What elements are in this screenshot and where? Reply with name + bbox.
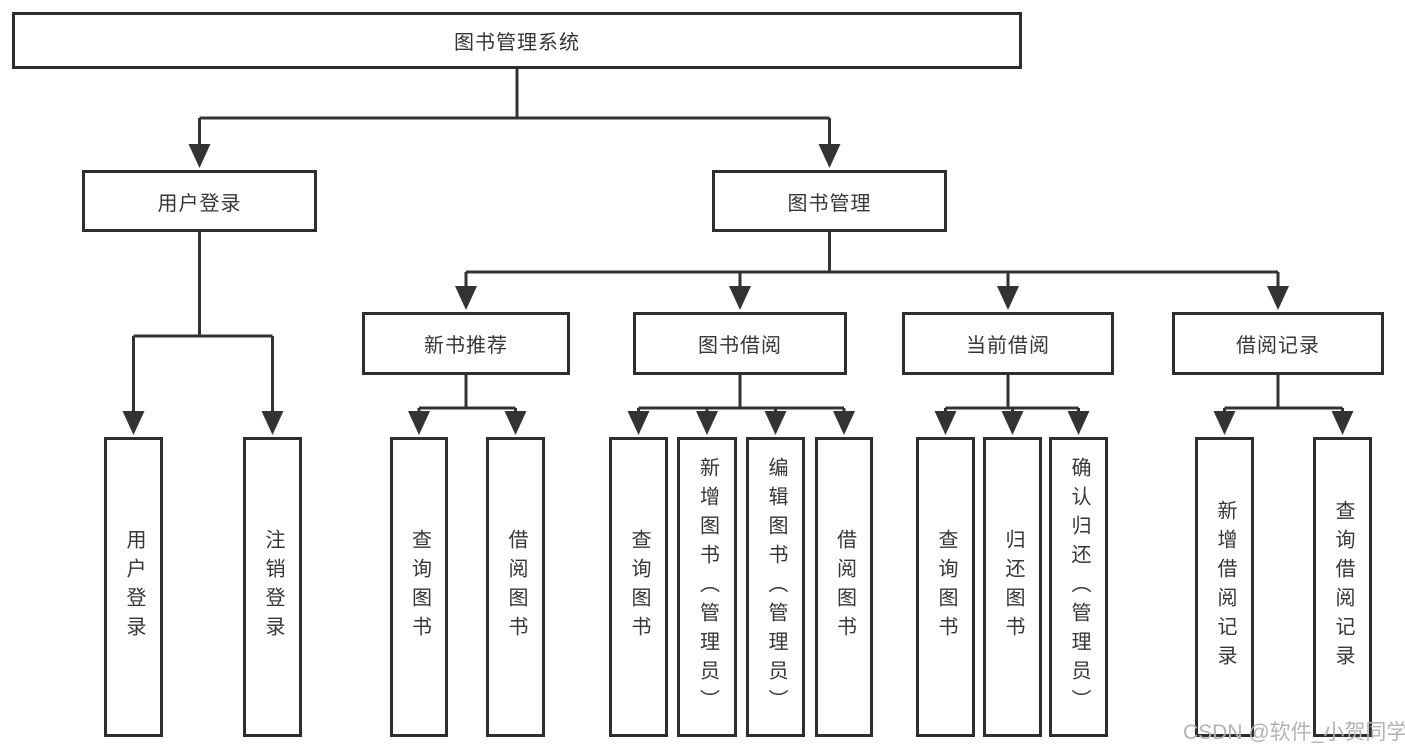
node-label: 用户登录 xyxy=(123,529,145,645)
node-leaf-query-borrow-record: 查询借阅记录 xyxy=(1313,437,1372,737)
node-borrowing-records: 借阅记录 xyxy=(1172,312,1384,375)
node-label: 借阅图书 xyxy=(505,529,527,645)
node-label: 编辑图书（管理员） xyxy=(765,456,787,718)
node-label: 图书管理 xyxy=(787,192,872,215)
node-label: 确认归还（管理员） xyxy=(1068,456,1090,718)
node-label: 注销登录 xyxy=(262,529,284,645)
node-leaf-borrow-books-nb: 借阅图书 xyxy=(486,437,545,737)
node-label: 借阅记录 xyxy=(1236,335,1320,357)
node-leaf-add-borrow-record: 新增借阅记录 xyxy=(1195,437,1254,737)
node-label: 新增借阅记录 xyxy=(1214,500,1236,674)
node-label: 查询图书 xyxy=(408,529,431,645)
node-new-book-recommendation: 新书推荐 xyxy=(362,312,570,375)
node-label: 查询图书 xyxy=(935,529,957,645)
node-label: 用户登录 xyxy=(157,192,242,215)
csdn-watermark: CSDN @软件_小贺同学 xyxy=(1183,721,1405,744)
node-leaf-query-books-bb: 查询图书 xyxy=(609,437,668,737)
node-label: 归还图书 xyxy=(1002,529,1024,645)
node-label: 新增图书（管理员） xyxy=(696,456,719,718)
node-leaf-add-book-admin: 新增图书（管理员） xyxy=(677,437,737,737)
node-book-borrowing: 图书借阅 xyxy=(633,312,847,375)
node-leaf-logout: 注销登录 xyxy=(243,437,302,737)
node-label: 图书管理系统 xyxy=(454,32,580,54)
node-leaf-query-books-cb: 查询图书 xyxy=(916,437,975,737)
node-user-login: 用户登录 xyxy=(82,170,317,232)
node-leaf-query-books-nb: 查询图书 xyxy=(390,437,448,737)
node-library-management-system: 图书管理系统 xyxy=(12,12,1022,69)
node-label: 新书推荐 xyxy=(424,335,508,357)
node-leaf-user-login: 用户登录 xyxy=(104,437,163,737)
node-leaf-borrow-books-bb: 借阅图书 xyxy=(815,437,873,737)
node-current-borrowing: 当前借阅 xyxy=(902,312,1114,375)
node-label: 当前借阅 xyxy=(966,335,1050,357)
node-label: 借阅图书 xyxy=(833,529,856,645)
node-leaf-confirm-return-admin: 确认归还（管理员） xyxy=(1049,437,1108,737)
node-label: 查询图书 xyxy=(628,529,650,645)
node-leaf-return-book: 归还图书 xyxy=(983,437,1042,737)
node-label: 查询借阅记录 xyxy=(1332,500,1354,674)
node-book-management: 图书管理 xyxy=(712,170,947,232)
node-label: 图书借阅 xyxy=(698,335,782,357)
node-leaf-edit-book-admin: 编辑图书（管理员） xyxy=(746,437,805,737)
